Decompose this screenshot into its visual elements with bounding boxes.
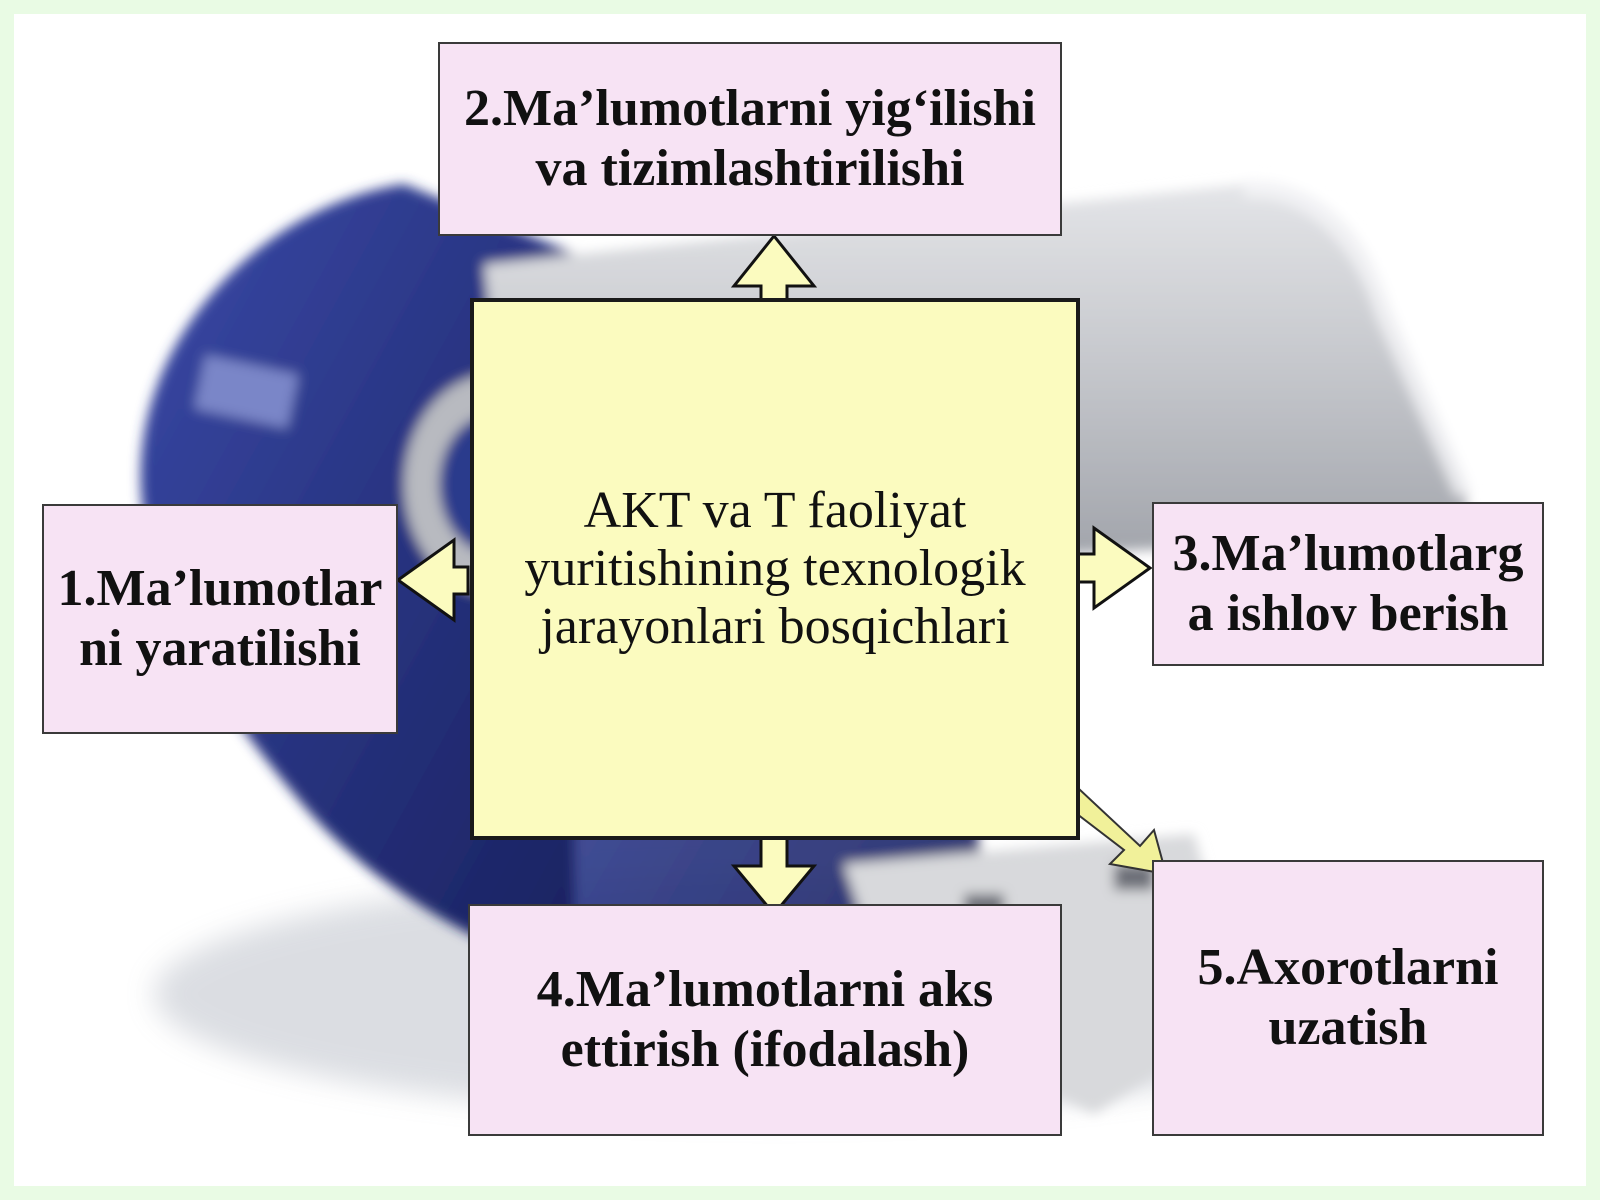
stage-1-box: 1.Ma’lumotlar ni yaratilishi: [42, 504, 398, 734]
stage-3-box: 3.Ma’lumotlarg a ishlov berish: [1152, 502, 1544, 666]
stage-4-box: 4.Ma’lumotlarni aks ettirish (ifodalash): [468, 904, 1062, 1136]
slide: AKT va T faoliyat yuritishining texnolog…: [14, 14, 1586, 1186]
stage-5-box: 5.Axorotlarni uzatish: [1152, 860, 1544, 1136]
stage-2-box: 2.Ma’lumotlarni yig‘ilishi va tizimlasht…: [438, 42, 1062, 236]
center-box: AKT va T faoliyat yuritishining texnolog…: [470, 298, 1080, 840]
